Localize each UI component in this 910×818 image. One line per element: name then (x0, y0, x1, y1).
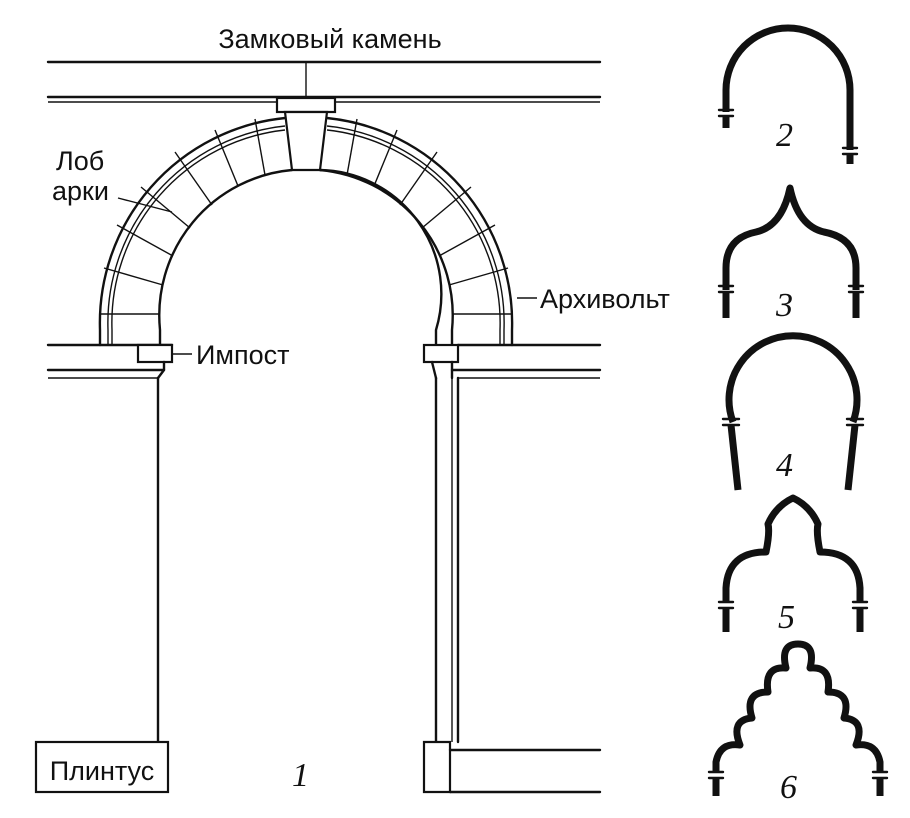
label-plinth: Плинтус (50, 756, 155, 786)
figure-number-6: 6 (780, 769, 797, 806)
label-arch-face-line1: Лоб (56, 146, 104, 176)
figure-3-ogee-arch: 3 (717, 184, 865, 324)
label-archivolt: Архивольт (540, 284, 670, 314)
label-arch-face-line2: арки (52, 176, 109, 206)
figure-number-1: 1 (292, 757, 309, 794)
arch-face (98, 116, 514, 347)
impost-right (422, 343, 602, 380)
impost-left (46, 343, 174, 380)
label-impost: Импост (196, 340, 289, 370)
figure-1-arch: Замковый камень Лоб арки Архивольт Импос… (34, 24, 670, 794)
plinth (34, 740, 602, 794)
label-keystone: Замковый камень (218, 24, 441, 54)
piers (156, 376, 460, 744)
figure-number-5: 5 (778, 599, 795, 636)
figure-number-3: 3 (775, 287, 793, 324)
cornice (46, 60, 602, 103)
figure-number-4: 4 (776, 447, 793, 484)
keystone (275, 96, 337, 172)
figure-2-semicircular-arch: 2 (717, 24, 859, 164)
figure-6-multifoil-arch: 6 (707, 640, 889, 806)
figure-5-lobed-arch: 5 (717, 494, 869, 636)
figure-4-horseshoe-arch: 4 (721, 332, 865, 491)
figure-number-2: 2 (776, 117, 793, 154)
leader-lines (117, 62, 537, 355)
